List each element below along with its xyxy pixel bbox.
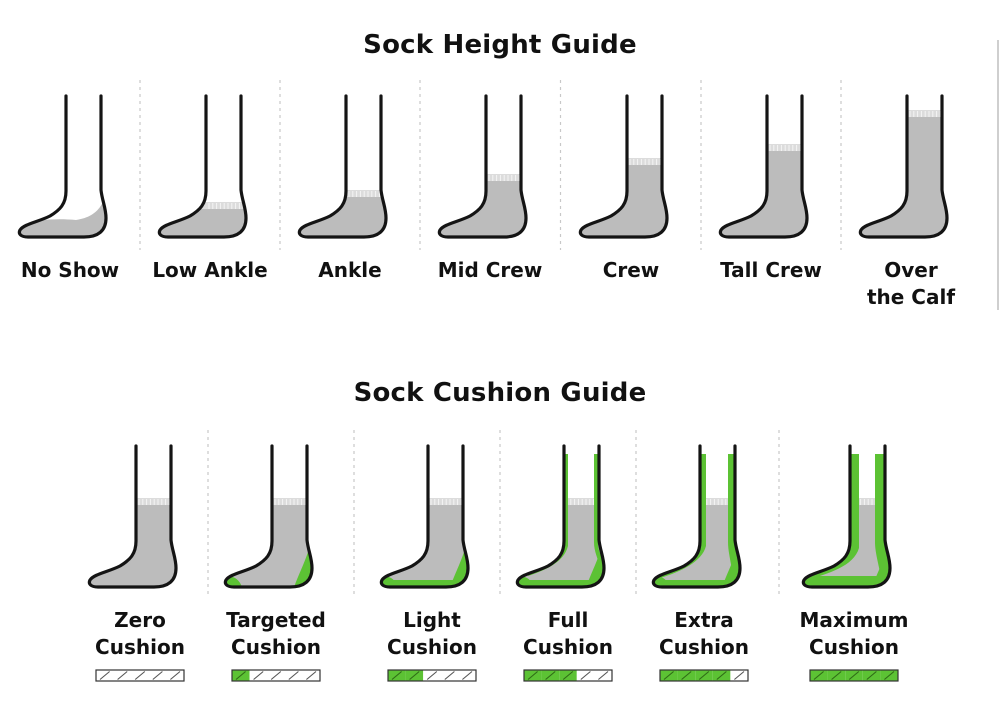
cushion-hatch <box>813 671 824 680</box>
cushion-label-line1: Targeted <box>226 608 326 632</box>
cushion-label-line1: Zero <box>114 608 166 632</box>
cushion-bar-outline <box>523 669 613 682</box>
sock-height-label-crew: Crew <box>561 257 701 284</box>
sock-height-figure-low-ankle <box>157 94 248 239</box>
cushion-label-line2: Cushion <box>809 635 899 659</box>
sock-height-figure-over-the-calf <box>858 94 949 239</box>
cushion-hatch <box>409 671 420 680</box>
sock-height-label-no-show: No Show <box>0 257 140 284</box>
cushion-hatch <box>580 671 591 680</box>
cushion-level-bar <box>387 669 477 682</box>
cushion-hatch <box>235 671 246 680</box>
sock-height-label-mid-crew: Mid Crew <box>420 257 560 284</box>
height-label-line1: Crew <box>602 258 660 282</box>
cushion-bar-outline <box>387 669 477 682</box>
height-label-line1: Over <box>884 258 938 282</box>
cushion-hatch <box>562 671 574 680</box>
cushion-hatch <box>426 671 438 680</box>
sock-height-illustrations <box>17 80 949 250</box>
height-label-line1: No Show <box>20 258 120 282</box>
cushion-level-bar <box>95 669 185 682</box>
cushion-hatch <box>545 671 556 680</box>
cushion-hatch <box>134 671 146 680</box>
sock-height-label-low-ankle: Low Ankle <box>140 257 280 284</box>
cushion-hatch <box>598 671 609 680</box>
cushion-label-line1: Full <box>547 608 589 632</box>
cushion-hatch <box>663 671 674 680</box>
cushion-label-line1: Extra <box>674 608 734 632</box>
cushion-label-line2: Cushion <box>387 635 477 659</box>
sock-height-figure-no-show <box>17 94 108 239</box>
height-label-line1: Low Ankle <box>152 258 268 282</box>
cushion-hatch <box>462 671 473 680</box>
sock-cushion-illustrations <box>87 430 899 682</box>
sock-height-label-tall-crew: Tall Crew <box>701 257 841 284</box>
cushion-hatch <box>698 671 710 680</box>
cushion-hatch <box>527 671 538 680</box>
sock-height-figure-mid-crew <box>437 94 528 239</box>
cushion-bar-outline <box>659 669 749 682</box>
cushion-bar-outline <box>809 669 899 682</box>
sock-height-figure-crew <box>578 94 669 239</box>
cushion-bar-outline <box>95 669 185 682</box>
cushion-hatch <box>117 671 128 680</box>
height-label-line1: Tall Crew <box>720 258 822 282</box>
cushion-hatch <box>831 671 842 680</box>
cushion-label-line2: Cushion <box>523 635 613 659</box>
cushion-level-bar <box>231 669 321 682</box>
cushion-level-bar <box>659 669 749 682</box>
cushion-hatch <box>444 671 455 680</box>
cushion-hatch <box>270 671 282 680</box>
cushion-label-line1: Light <box>403 608 461 632</box>
height-label-line1: Ankle <box>318 258 382 282</box>
cushion-hatch <box>391 671 402 680</box>
sock-cushion-guide-title: Sock Cushion Guide <box>353 378 647 408</box>
sock-height-label-ankle: Ankle <box>280 257 420 284</box>
cushion-label-line1: Maximum <box>799 608 909 632</box>
sock-height-figure-ankle <box>297 94 388 239</box>
cushion-hatch <box>681 671 692 680</box>
cushion-hatch <box>99 671 110 680</box>
cushion-bar-outline <box>231 669 321 682</box>
cushion-label-line2: Cushion <box>95 635 185 659</box>
cushion-hatch <box>170 671 181 680</box>
cushion-label-line2: Cushion <box>659 635 749 659</box>
cushion-label-line2: Cushion <box>231 635 321 659</box>
cushion-hatch <box>734 671 745 680</box>
cushion-hatch <box>288 671 299 680</box>
cushion-hatch <box>253 671 264 680</box>
cushion-hatch <box>152 671 163 680</box>
cushion-hatch <box>306 671 317 680</box>
cushion-hatch <box>866 671 877 680</box>
cushion-level-bar <box>523 669 613 682</box>
cushion-hatch <box>848 671 860 680</box>
cushion-hatch <box>716 671 727 680</box>
right-edge-divider <box>997 40 999 310</box>
height-label-line1: Mid Crew <box>437 258 543 282</box>
height-label-line2: the Calf <box>866 285 956 309</box>
sock-height-guide-title: Sock Height Guide <box>363 30 637 60</box>
cushion-level-bar <box>809 669 899 682</box>
cushion-hatch <box>884 671 895 680</box>
sock-height-label-over-the-calf: Over the Calf <box>841 257 981 311</box>
